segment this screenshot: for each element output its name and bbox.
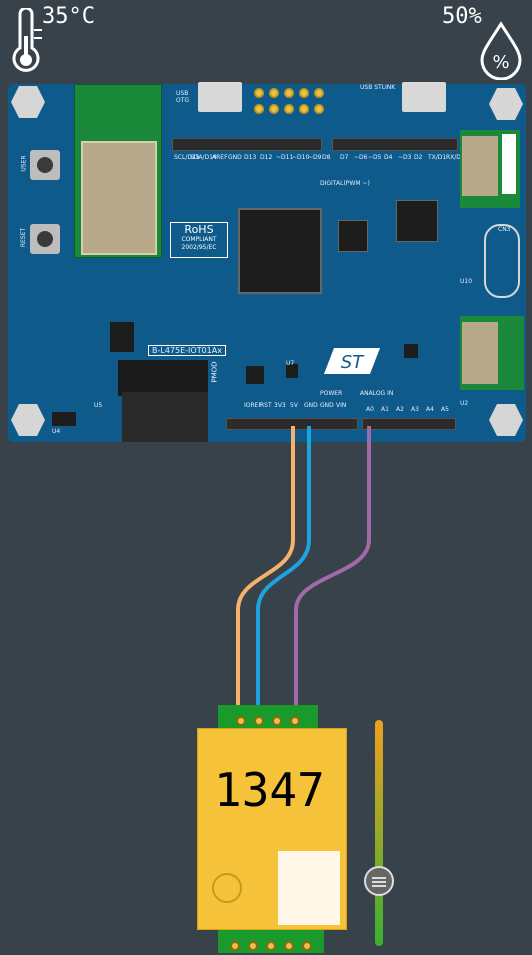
digital-label: DIGITAL(PWM ~) [320,180,370,187]
st-logo: ST [324,346,380,376]
usb-otg-label: USB OTG [176,90,190,104]
u7-label: U7 [286,360,295,367]
digital-pin-labels: SCL/D15 SDA/D14 AREF GND D13 D12 ~D11 ~D… [174,154,465,161]
droplet-percent-icon: % [478,20,524,81]
gas-sensor-module: 1347 [197,728,347,930]
mount-hole-bottom-right [489,404,523,436]
usb-otg-connector [198,82,242,112]
cn3-connector [484,224,520,298]
sensor-circle [212,873,242,903]
cn3-label: CN3 [498,226,511,233]
wire-5v [236,426,295,712]
pmod-connector [118,360,208,442]
power-pin-labels: IOREF RST 3V3 5V GND GND VIN [244,402,347,409]
jumper-pads [254,86,324,116]
small-chip-4 [246,366,264,384]
wifi-module [74,84,162,258]
gas-level-slider-track[interactable] [375,720,383,946]
small-chip-6 [404,344,418,358]
wire-a0 [294,426,371,712]
rohs-badge: RoHS COMPLIANT 2002/95/EC [170,222,228,258]
temperature-readout: 35°C [42,4,95,29]
u4-chip [52,412,76,426]
humidity-readout: 50% [442,4,482,29]
u10-label: U10 [460,278,473,285]
usb-stlink-label: USB STLINK [360,84,396,91]
mount-hole-bottom-left [11,404,45,436]
sensor-white-pad [278,851,340,925]
main-mcu-chip [238,208,322,294]
wire-gnd [256,426,311,712]
sensor-module-bottom-right [460,316,524,390]
board-name-label: B-L475E-IOT01Ax [148,345,226,356]
svg-text:%: % [492,52,509,73]
u4-label: U4 [52,428,61,435]
mount-hole-top-left [11,86,45,118]
small-chip-3 [110,322,134,352]
digital-header-right [332,138,458,151]
digital-header-left [172,138,322,151]
gas-level-slider-handle[interactable] [364,866,394,896]
analog-in-label: ANALOG IN [360,390,394,397]
power-label: POWER [320,390,343,397]
sensor-bottom-pins [218,930,324,953]
sensor-top-pins [218,705,318,729]
small-chip-1 [338,220,368,252]
u2-label: U2 [460,400,469,407]
small-chip-2 [396,200,438,242]
small-chip-5 [286,364,298,378]
mount-hole-top-right [489,88,523,120]
user-button[interactable] [30,150,60,180]
iot-board: USER RESET USB OTG USB STLINK SCL/D15 SD… [8,82,526,442]
sensor-module-top-right [460,130,520,208]
usb-stlink-connector [402,82,446,112]
sensor-value-display: 1347 [214,763,325,817]
analog-pin-labels: A0 A1 A2 A3 A4 A5 [366,406,449,413]
svg-text:ST: ST [341,352,365,373]
reset-button[interactable] [30,224,60,254]
analog-header [362,418,456,430]
u5-label: U5 [94,402,103,409]
thermometer-icon [8,6,44,80]
